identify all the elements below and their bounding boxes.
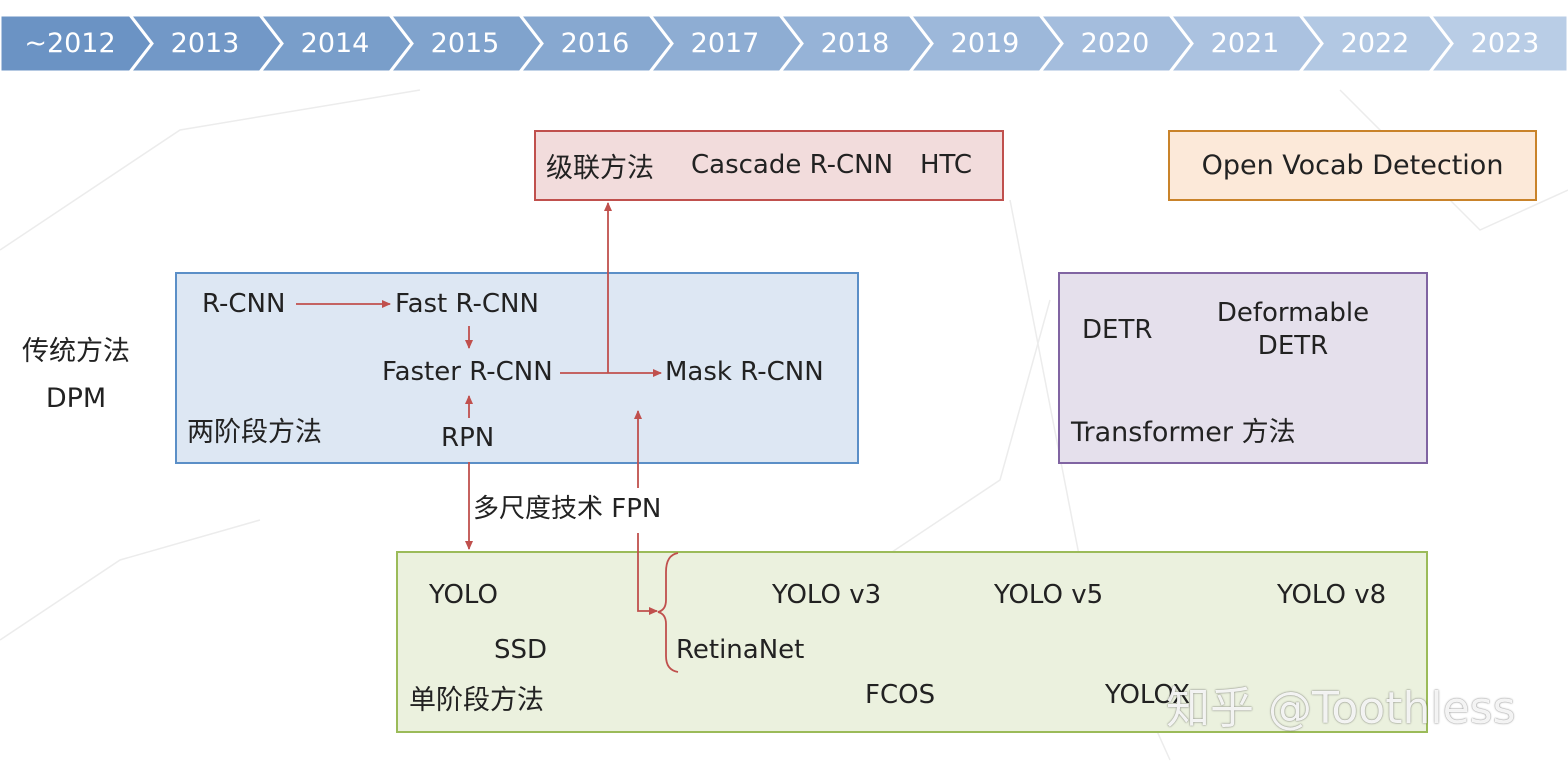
rpn-label: RPN <box>441 423 495 453</box>
timeline-year-10: 2022 <box>1340 28 1410 59</box>
detr-label: DETR <box>1082 315 1153 345</box>
open-vocab-label: Open Vocab Detection <box>1201 150 1504 181</box>
two-stage-title: 两阶段方法 <box>187 417 322 448</box>
timeline-year-6: 2018 <box>820 28 890 59</box>
watermark: 知乎 @Toothless <box>1166 683 1516 734</box>
ssd-label: SSD <box>494 635 548 665</box>
timeline-segment <box>1168 15 1324 72</box>
timeline-year-4: 2016 <box>560 28 630 59</box>
deformable-detr-label: DETR <box>1257 331 1329 361</box>
open-vocab-box: Open Vocab Detection <box>1168 130 1537 201</box>
yolo-label: YOLO <box>429 580 498 610</box>
timeline-year-1: 2013 <box>170 28 240 59</box>
retinanet-label: RetinaNet <box>676 635 805 665</box>
timeline-year-2: 2014 <box>300 28 370 59</box>
timeline-year-5: 2017 <box>690 28 760 59</box>
timeline-segment <box>1428 15 1568 72</box>
fast-rcnn-label: Fast R-CNN <box>395 289 539 319</box>
cascade-rcnn-label: Cascade R-CNN <box>691 150 894 180</box>
mask-rcnn-label: Mask R-CNN <box>665 357 824 387</box>
yolov5-label: YOLO v5 <box>994 580 1104 610</box>
timeline-year-7: 2019 <box>950 28 1020 59</box>
timeline-year-0: ~2012 <box>24 28 116 59</box>
transformer-box: DETR Deformable DETR Transformer 方法 <box>1058 272 1428 464</box>
yolov8-label: YOLO v8 <box>1277 580 1387 610</box>
timeline-segment <box>518 15 674 72</box>
timeline-year-11: 2023 <box>1470 28 1540 59</box>
cascade-method-box: 级联方法 Cascade R-CNN HTC <box>534 130 1004 201</box>
one-stage-title: 单阶段方法 <box>409 685 544 716</box>
timeline-segment <box>258 15 414 72</box>
fcos-label: FCOS <box>865 680 936 710</box>
timeline-year-8: 2020 <box>1080 28 1150 59</box>
dpm-label: DPM <box>45 383 107 414</box>
transformer-title: Transformer 方法 <box>1071 417 1296 448</box>
yolov3-label: YOLO v3 <box>772 580 882 610</box>
timeline-segment <box>1298 15 1454 72</box>
one-stage-box: YOLO SSD RetinaNet YOLO v3 YOLO v5 YOLO … <box>396 551 1428 733</box>
htc-label: HTC <box>920 150 973 180</box>
yolox-label: YOLOX <box>1105 680 1191 710</box>
timeline-segment <box>908 15 1064 72</box>
timeline-year-9: 2021 <box>1210 28 1280 59</box>
traditional-method-label: 传统方法 <box>22 336 130 367</box>
timeline-segment <box>128 15 284 72</box>
deformable-label: Deformable <box>1216 298 1370 328</box>
two-stage-box: R-CNN Fast R-CNN Faster R-CNN Mask R-CNN… <box>175 272 859 464</box>
timeline-bar <box>0 15 1568 72</box>
cascade-method-title: 级联方法 <box>546 153 654 184</box>
faster-rcnn-label: Faster R-CNN <box>382 357 553 387</box>
timeline-segment <box>778 15 934 72</box>
timeline-segment <box>648 15 804 72</box>
rcnn-label: R-CNN <box>202 289 286 319</box>
timeline-segment <box>388 15 544 72</box>
timeline-segment <box>1038 15 1194 72</box>
fpn-label: 多尺度技术 FPN <box>473 494 662 524</box>
timeline-year-3: 2015 <box>430 28 500 59</box>
